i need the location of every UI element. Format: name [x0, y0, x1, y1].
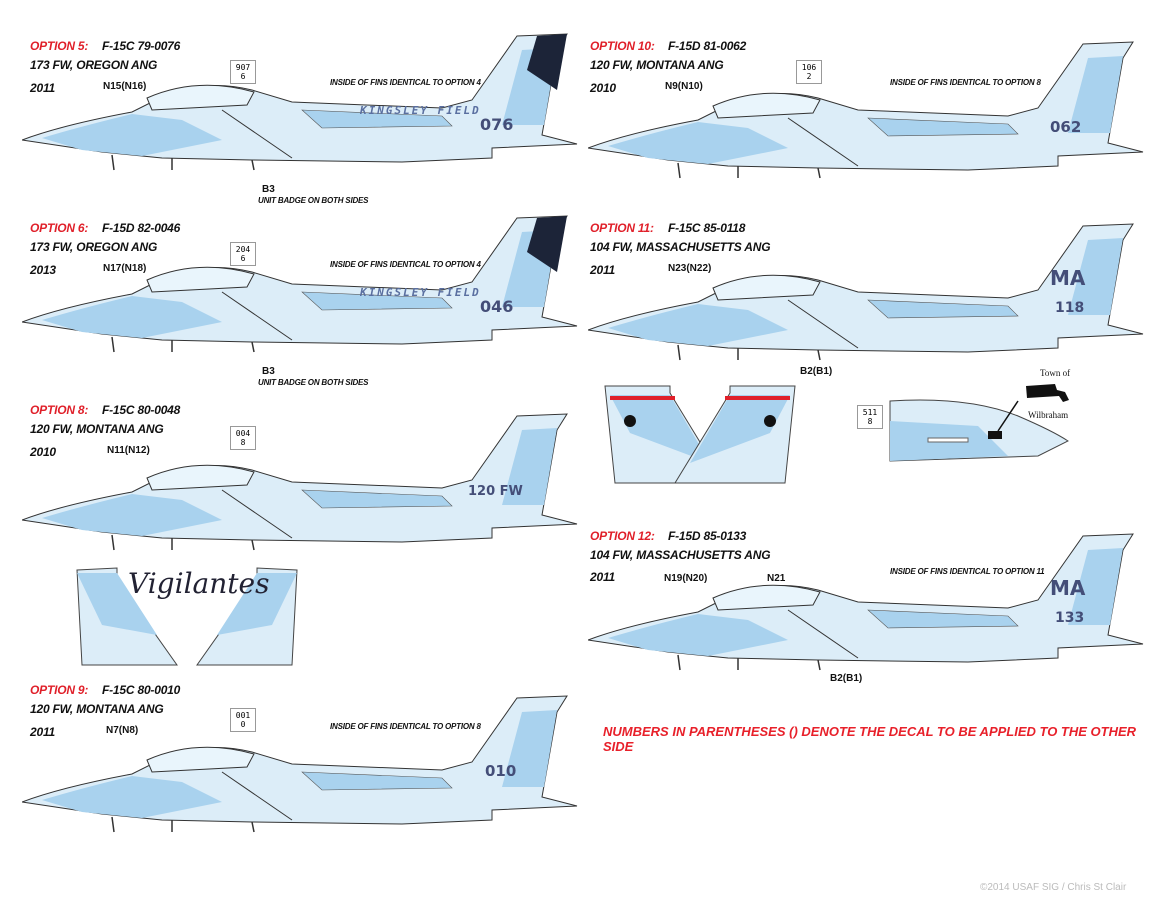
badge-callout: B2(B1) — [830, 673, 863, 684]
option-11-fin-details — [604, 385, 796, 484]
badge-note: UNIT BADGE ON BOTH SIDES — [258, 378, 369, 387]
badge-note: UNIT BADGE ON BOTH SIDES — [258, 196, 369, 205]
tail-number: 062 — [1050, 118, 1082, 136]
serial-box: 2046 — [230, 242, 256, 266]
vigilantes-script: Vigilantes — [128, 567, 270, 600]
serial-box: 9076 — [230, 60, 256, 84]
option-5-unit: 173 FW, OREGON ANG — [30, 58, 158, 72]
fin-text: KINGSLEY FIELD — [360, 104, 481, 117]
fins-note: INSIDE OF FINS IDENTICAL TO OPTION 11 — [890, 567, 1045, 576]
serial-box: 0048 — [230, 426, 256, 450]
jet-drawing — [20, 215, 578, 353]
oregon-fin-paint — [527, 216, 567, 272]
option-5-title: F-15C 79-0076 — [102, 39, 181, 53]
extra-callout: N21 — [767, 573, 786, 584]
jet-drawing — [586, 223, 1144, 361]
option-11-nose-detail — [889, 399, 1069, 462]
fins-note: INSIDE OF FINS IDENTICAL TO OPTION 4 — [330, 260, 481, 269]
tail-number: 120 FW — [468, 484, 523, 499]
tail-code: MA — [1050, 576, 1086, 600]
badge-callout: B3 — [262, 366, 275, 377]
option-8-label: OPTION 8: — [30, 403, 89, 417]
massachusetts-map-icon — [1026, 384, 1069, 402]
nose-callout: N9(N10) — [665, 81, 703, 92]
serial-box: 1062 — [796, 60, 822, 84]
option-8-title: F-15C 80-0048 — [102, 403, 181, 417]
nose-callout: N15(N16) — [103, 81, 147, 92]
option-11-unit: 104 FW, MASSACHUSETTS ANG — [590, 240, 771, 254]
option-10-unit: 120 FW, MONTANA ANG — [590, 58, 724, 72]
tail-number: 076 — [480, 115, 514, 134]
option-5-label: OPTION 5: — [30, 39, 89, 53]
f15-profile-option-6 — [20, 212, 582, 367]
jet-drawing — [586, 533, 1144, 671]
jet-drawing — [20, 33, 578, 171]
option-9-title: F-15C 80-0010 — [102, 683, 181, 697]
option-5-year: 2011 — [30, 81, 56, 95]
jet-drawing — [20, 695, 578, 833]
nose-callout: N17(N18) — [103, 263, 147, 274]
option-9-unit: 120 FW, MONTANA ANG — [30, 702, 164, 716]
option-10-label: OPTION 10: — [590, 39, 655, 53]
option-11-year: 2011 — [590, 263, 616, 277]
serial-box: 0010 — [230, 708, 256, 732]
tail-number: 118 — [1055, 300, 1085, 316]
badge-callout: B3 — [262, 184, 275, 195]
f15-profile-option-12 — [586, 530, 1148, 685]
town-label-line1: Town of — [1040, 368, 1071, 378]
jet-drawing — [20, 413, 578, 551]
vigilantes-fins — [76, 567, 298, 666]
fins-note: INSIDE OF FINS IDENTICAL TO OPTION 4 — [330, 78, 481, 87]
option-6-year: 2013 — [30, 263, 56, 277]
f15-profile-option-5 — [20, 30, 582, 185]
tail-number: 046 — [480, 297, 514, 316]
option-11-title: F-15C 85-0118 — [668, 221, 746, 235]
tail-number: 010 — [485, 762, 517, 780]
nose-callout: N19(N20) — [664, 573, 708, 584]
option-12-title: F-15D 85-0133 — [668, 529, 747, 543]
nose-callout: N11(N12) — [107, 445, 150, 456]
option-9-year: 2011 — [30, 725, 56, 739]
option-9-label: OPTION 9: — [30, 683, 89, 697]
f15-profile-option-8 — [20, 410, 582, 565]
fins-note: INSIDE OF FINS IDENTICAL TO OPTION 8 — [330, 722, 481, 731]
copyright: ©2014 USAF SIG / Chris St Clair — [980, 882, 1127, 893]
option-6-label: OPTION 6: — [30, 221, 89, 235]
badge-callout: B2(B1) — [800, 366, 833, 377]
jet-drawing — [586, 41, 1144, 179]
fin-text: KINGSLEY FIELD — [360, 286, 481, 299]
option-12-year: 2011 — [590, 570, 616, 584]
f15-profile-option-11 — [586, 220, 1148, 375]
other-side-note: NUMBERS IN PARENTHESES () DENOTE THE DEC… — [603, 724, 1137, 754]
option-12-label: OPTION 12: — [590, 529, 655, 543]
option-12-unit: 104 FW, MASSACHUSETTS ANG — [590, 548, 771, 562]
option-6-unit: 173 FW, OREGON ANG — [30, 240, 158, 254]
oregon-fin-paint — [527, 34, 567, 90]
nose-callout: N23(N22) — [668, 263, 712, 274]
option-6-title: F-15D 82-0046 — [102, 221, 181, 235]
nose-callout: N7(N8) — [106, 725, 139, 736]
f15-profile-option-9 — [20, 692, 582, 847]
option-10-title: F-15D 81-0062 — [668, 39, 747, 53]
tail-code: MA — [1050, 266, 1086, 290]
fins-note: INSIDE OF FINS IDENTICAL TO OPTION 8 — [890, 78, 1041, 87]
tail-number: 133 — [1055, 610, 1085, 626]
town-label-line2: Wilbraham — [1028, 410, 1069, 420]
option-8-unit: 120 FW, MONTANA ANG — [30, 422, 164, 436]
option-10-year: 2010 — [590, 81, 616, 95]
option-8-year: 2010 — [30, 445, 56, 459]
f15-profile-option-10 — [586, 38, 1148, 193]
serial-box: 5118 — [857, 405, 883, 429]
option-11-label: OPTION 11: — [590, 221, 654, 235]
